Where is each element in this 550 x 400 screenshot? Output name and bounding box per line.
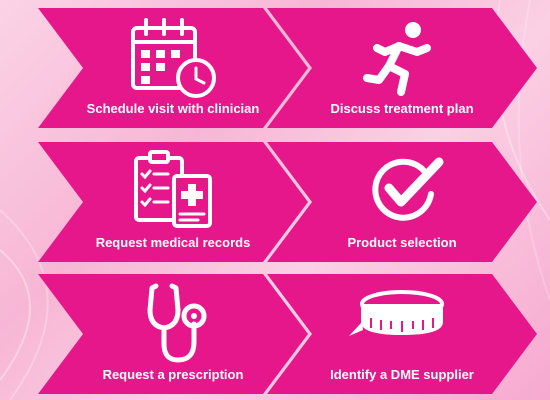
step-label: Discuss treatment plan (330, 101, 474, 116)
step-discuss-plan: Discuss treatment plan (267, 8, 537, 128)
checkmark-circle-icon (372, 157, 444, 221)
step-label: Request medical records (95, 235, 251, 250)
measuring-tape-icon (349, 290, 444, 336)
clipboard-medical-icon (134, 150, 212, 228)
step-product-selection: Product selection (267, 142, 537, 262)
step-label: Identify a DME supplier (330, 367, 474, 382)
step-identify-supplier: Identify a DME supplier (267, 274, 537, 394)
calendar-clock-icon (131, 18, 216, 98)
step-request-records: Request medical records (38, 142, 308, 262)
stethoscope-icon (147, 283, 207, 363)
step-request-prescription: Request a prescription (38, 274, 308, 394)
step-label: Request a prescription (102, 367, 244, 382)
running-person-icon (363, 22, 431, 96)
step-schedule-visit: Schedule visit with clinician (38, 8, 308, 128)
step-label: Schedule visit with clinician (86, 101, 260, 116)
step-label: Product selection (347, 235, 457, 250)
